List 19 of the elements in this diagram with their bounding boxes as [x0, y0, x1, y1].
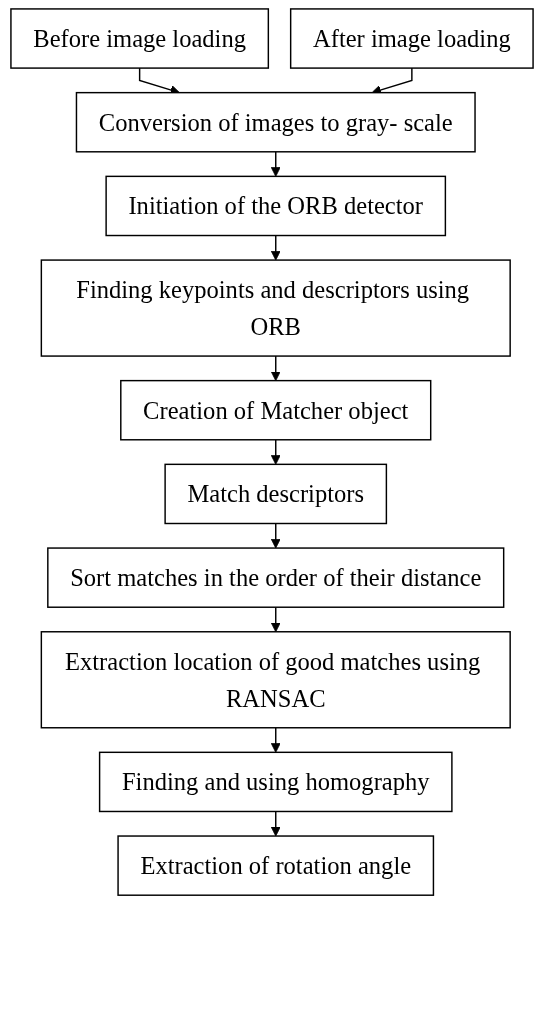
- node-box: Initiation of the ORB detector: [105, 175, 447, 237]
- arrow: [270, 355, 281, 382]
- node-box: Finding keypoints and descriptors using ORB: [40, 259, 511, 357]
- arrow: [270, 606, 281, 633]
- arrow: [270, 151, 281, 177]
- arrow: [270, 234, 281, 261]
- node-box: Before image loading: [10, 8, 270, 69]
- node-box: Match descriptors: [164, 463, 388, 525]
- node-box: Conversion of images to gray- scale: [75, 91, 476, 153]
- node-box: Finding and using homography: [98, 751, 453, 813]
- arrow: [270, 810, 281, 837]
- node-box: After image loading: [289, 8, 534, 69]
- arrow: [270, 522, 281, 549]
- node-box: Extraction of rotation angle: [117, 835, 435, 896]
- node-box: Extraction location of good matches using RANSAC: [40, 631, 511, 729]
- arrow: [270, 439, 281, 465]
- node-box: Sort matches in the order of their distance: [47, 547, 505, 608]
- arrow: [270, 727, 281, 753]
- node-box: Creation of Matcher object: [120, 379, 432, 441]
